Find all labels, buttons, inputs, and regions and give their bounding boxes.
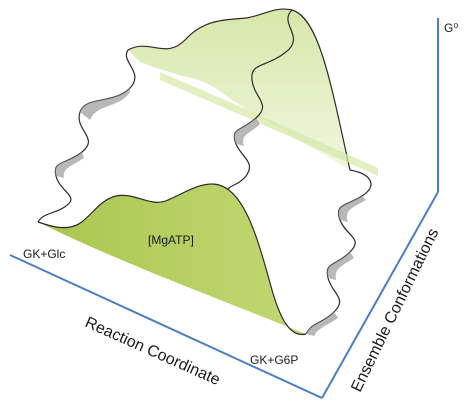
middle-band-shade — [160, 72, 378, 176]
reaction-coordinate-label: Reaction Coordinate — [82, 314, 222, 389]
back-energy-profile — [128, 9, 350, 170]
conformation-axis-label: Ensemble Conformations — [348, 226, 442, 395]
right-conformation-shade-lower — [327, 252, 354, 280]
right-conformation-shade-bottom — [306, 312, 338, 336]
middle-conformation-curve — [225, 9, 294, 193]
end-state-label: GK+G6P — [250, 353, 298, 367]
front-energy-profile — [38, 184, 306, 335]
front-energy-curve — [37, 183, 307, 336]
back-energy-curve — [127, 8, 351, 171]
start-state-label: GK+Glc — [23, 247, 65, 261]
ligand-label: [MgATP] — [148, 233, 194, 247]
reaction-coordinate-axis — [9, 254, 323, 399]
left-conformation-shade — [80, 88, 130, 120]
conformation-axis — [321, 191, 439, 399]
right-conformation-curve — [305, 169, 372, 335]
energy-axis-label: G⁰ — [444, 21, 458, 35]
left-conformation-shade-lower — [55, 152, 84, 178]
right-conformation-shade-upper — [338, 196, 366, 222]
middle-conformation-shade — [234, 118, 260, 146]
